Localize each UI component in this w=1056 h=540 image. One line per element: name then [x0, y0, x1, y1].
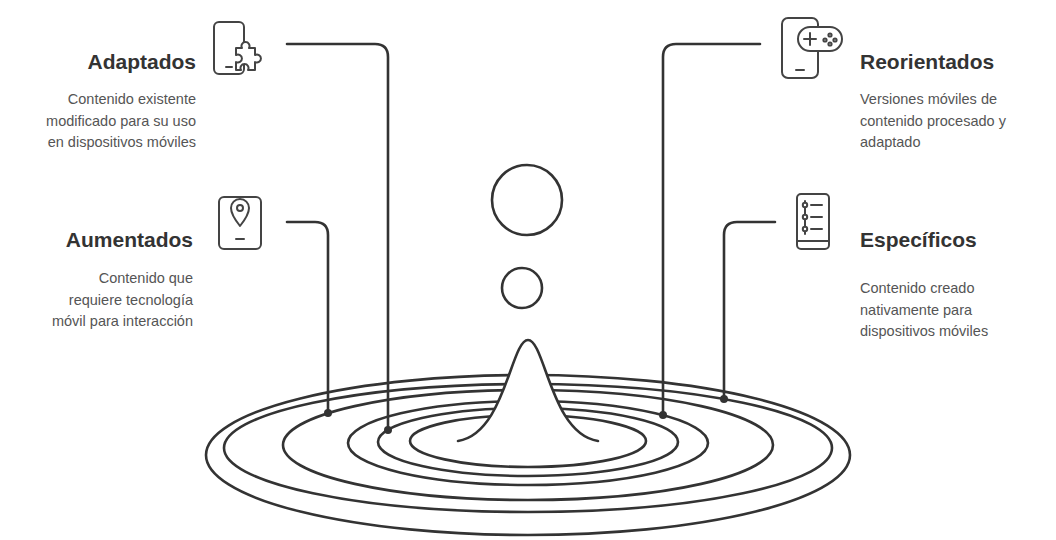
phone-outline	[797, 194, 829, 249]
category-description: Contenido creado nativamente para dispos…	[860, 278, 1025, 343]
category-description: Versiones móviles de contenido procesado…	[860, 89, 1012, 154]
category-description: Contenido que requiere tecnología móvil …	[43, 268, 193, 333]
drop-circle	[492, 165, 562, 235]
leader-dot	[324, 409, 332, 417]
pin-dot	[237, 205, 243, 211]
category-block: AumentadosContenido que requiere tecnolo…	[43, 226, 193, 333]
category-block: ReorientadosVersiones móviles de conteni…	[860, 48, 1012, 154]
phone-outline	[219, 197, 261, 249]
leader-line	[663, 44, 760, 415]
puzzle-piece	[236, 42, 261, 70]
category-description: Contenido existente modificado para su u…	[46, 89, 196, 154]
category-heading: Reorientados	[860, 48, 1012, 76]
category-heading: Específicos	[860, 226, 1025, 254]
gamepad-button	[828, 42, 831, 45]
gamepad-cross	[804, 33, 816, 45]
leader-line	[287, 44, 388, 430]
leader-line	[287, 222, 328, 413]
leader-line	[724, 222, 775, 399]
phone-gamepad-icon	[782, 18, 842, 78]
water-drop	[458, 340, 598, 441]
list-lines	[811, 205, 822, 229]
category-heading: Aumentados	[43, 226, 193, 254]
leader-dot	[659, 411, 667, 419]
phone-puzzle-icon	[214, 22, 261, 74]
leader-dot	[720, 395, 728, 403]
list-dot	[803, 227, 807, 231]
gamepad-button	[828, 33, 831, 36]
category-block: EspecíficosContenido creado nativamente …	[860, 226, 1025, 343]
phone-button	[226, 66, 232, 68]
drop-circle	[502, 268, 542, 308]
phone-bar	[797, 240, 829, 242]
gamepad	[798, 27, 842, 51]
category-heading: Adaptados	[46, 48, 196, 76]
phone-list-icon	[797, 194, 829, 249]
phone-button	[236, 238, 244, 240]
gamepad-button	[823, 38, 826, 41]
category-block: AdaptadosContenido existente modificado …	[46, 48, 196, 154]
phone-pin-icon	[219, 197, 261, 249]
list-dot	[803, 215, 807, 219]
phone-button	[796, 69, 804, 71]
gamepad-button	[833, 38, 836, 41]
list-dot	[803, 203, 807, 207]
location-pin	[231, 199, 249, 226]
leader-dot	[384, 426, 392, 434]
